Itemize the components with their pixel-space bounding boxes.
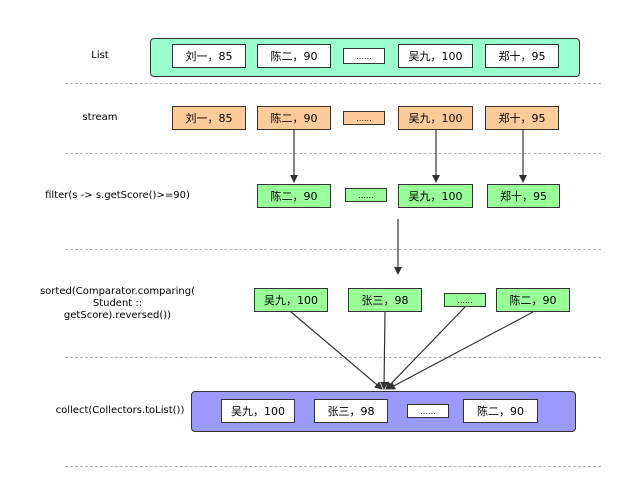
row-label-sorted-line: Student :: [92, 298, 143, 309]
filter-item: 陈二，90 [257, 184, 331, 208]
sorted-item: 张三，98 [348, 288, 422, 312]
list-item: 吴九，100 [398, 44, 473, 68]
list-item: 刘一，85 [172, 44, 246, 68]
stream-item: 吴九，100 [398, 106, 473, 130]
sorted-item: 吴九，100 [254, 288, 328, 312]
row-label-list: List [91, 50, 109, 61]
list-item: 郑十，95 [485, 44, 559, 68]
arrow-sorted-to-collect [385, 306, 466, 390]
divider [65, 357, 601, 358]
collect-item: 吴九，100 [221, 399, 295, 423]
divider [65, 249, 601, 250]
divider [65, 153, 601, 154]
row-label-stream: stream [82, 112, 118, 123]
filter-item-ellipsis: ...... [345, 188, 387, 202]
collect-item: 张三，98 [314, 399, 388, 423]
arrow-sorted-to-collect [290, 311, 383, 390]
collect-item-ellipsis: ...... [407, 404, 449, 418]
row-label-filter: filter(s -> s.getScore()>=90) [45, 190, 190, 201]
row-label-sorted-line: getScore).reversed()) [63, 310, 172, 321]
row-label-collect: collect(Collectors.toList()) [55, 405, 185, 416]
divider [65, 466, 601, 467]
stream-item: 刘一，85 [172, 106, 246, 130]
filter-item: 吴九，100 [398, 184, 473, 208]
stream-item: 郑十，95 [485, 106, 559, 130]
row-label-sorted: sorted(Comparator.comparing( Student :: … [25, 286, 210, 322]
stream-item: 陈二，90 [257, 106, 331, 130]
sorted-item: 陈二，90 [496, 288, 570, 312]
stream-item-ellipsis: ...... [343, 111, 385, 125]
filter-item: 郑十，95 [487, 184, 560, 208]
sorted-item-ellipsis: ...... [444, 293, 486, 307]
row-label-sorted-line: sorted(Comparator.comparing( [39, 286, 196, 297]
list-item: 陈二，90 [257, 44, 331, 68]
arrow-sorted-to-collect [387, 311, 534, 390]
arrow-sorted-to-collect [380, 311, 389, 390]
divider [65, 83, 601, 84]
collect-item: 陈二，90 [463, 399, 538, 423]
list-item-ellipsis: ...... [343, 48, 385, 64]
